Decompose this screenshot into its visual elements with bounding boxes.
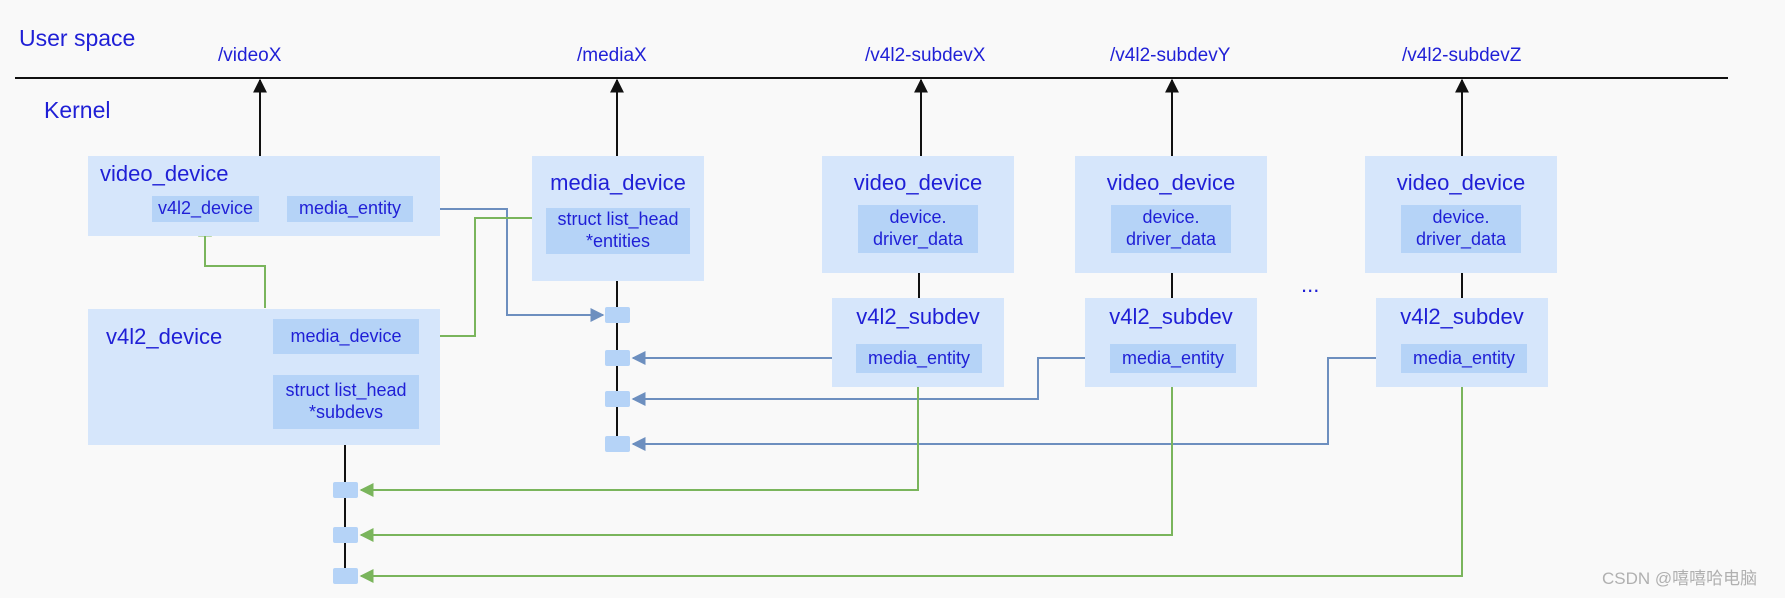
media-entity-field: media_entity: [287, 196, 413, 222]
entities-list-head-field: struct list_head *entities: [546, 208, 690, 254]
subdev-media-entity-field: media_entity: [1110, 344, 1236, 373]
link-subdevY-entity-to-list: [631, 357, 1112, 406]
node-mediaX: /mediaX: [577, 45, 647, 66]
driver-data-field: device. driver_data: [1111, 205, 1231, 253]
link-media-device-back-ref: [419, 217, 532, 343]
link-video-entity-to-list: [414, 208, 605, 322]
node-subdevY: /v4l2-subdevY: [1110, 45, 1231, 66]
v4l2-subdev-title: v4l2_subdev: [1400, 304, 1524, 329]
v4l2-device-field: v4l2_device: [152, 196, 259, 222]
watermark: CSDN @嘻嘻哈电脑: [1602, 569, 1758, 588]
link-v4l2-device-to-video-device: [198, 222, 266, 308]
media-device-title: media_device: [550, 170, 686, 195]
entities-list-node: [605, 307, 630, 323]
subdev-media-entity-field: media_entity: [1401, 344, 1527, 373]
subdevs-list-head-field: struct list_head *subdevs: [273, 375, 419, 429]
entities-list-node: [605, 350, 630, 366]
subdev-video-device-title: video_device: [1106, 170, 1236, 195]
node-subdevX: /v4l2-subdevX: [865, 45, 986, 66]
video-device-title: video_device: [100, 161, 229, 186]
node-subdevZ: /v4l2-subdevZ: [1402, 45, 1522, 66]
subdev-video-device-title: video_device: [853, 170, 983, 195]
subdev-video-device-title: video_device: [1396, 170, 1526, 195]
entities-list-node: [605, 391, 630, 407]
subdev-media-entity-field: media_entity: [856, 344, 982, 373]
driver-data-field: device. driver_data: [1401, 205, 1521, 253]
node-videoX: /videoX: [218, 45, 282, 66]
subdevs-list-node: [333, 482, 358, 498]
more-subdevs-ellipsis: ...: [1301, 272, 1320, 297]
link-subdevZ-entity-to-list: [631, 357, 1402, 451]
v4l2-subdev-title: v4l2_subdev: [856, 304, 980, 329]
user-space-label: User space: [19, 25, 136, 51]
subdevs-list-node: [333, 568, 358, 584]
link-subdevY-to-subdevs-list: [359, 387, 1173, 542]
driver-data-field: device. driver_data: [858, 205, 978, 253]
entities-list-node: [605, 436, 630, 452]
media-device-field: media_device: [273, 319, 419, 354]
subdevs-list-node: [333, 527, 358, 543]
kernel-label: Kernel: [44, 97, 111, 123]
v4l2-subdev-title: v4l2_subdev: [1109, 304, 1233, 329]
v4l2-device-title: v4l2_device: [106, 324, 223, 349]
link-subdevX-to-subdevs-list: [359, 387, 919, 497]
link-subdevZ-to-subdevs-list: [359, 387, 1463, 583]
